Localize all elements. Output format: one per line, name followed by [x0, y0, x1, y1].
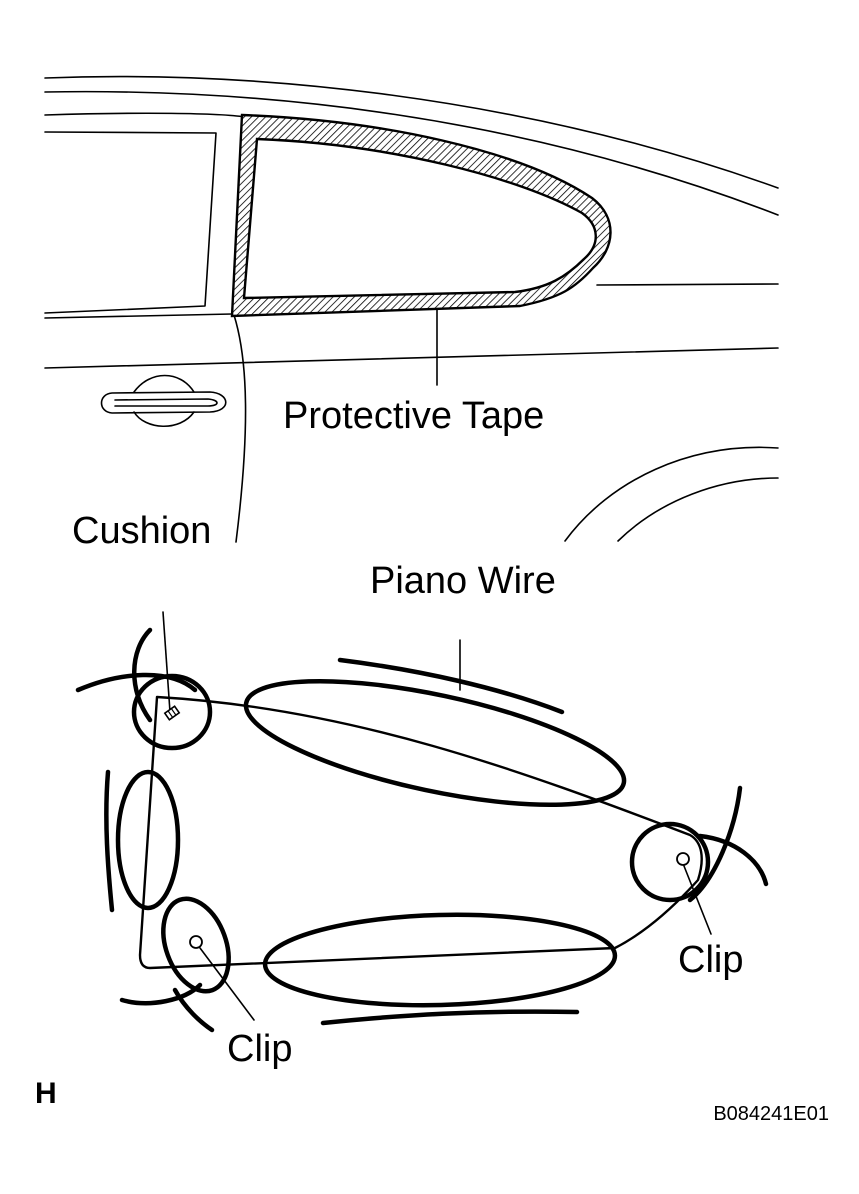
clip-right-label: Clip: [678, 939, 743, 981]
roof-line-inner: [44, 90, 779, 216]
clip-right-leader: [683, 865, 712, 935]
protective-tape: [230, 113, 612, 318]
piano-wire: [75, 627, 769, 1033]
wheel-arch-outer: [564, 446, 779, 542]
clip-right-marker: [676, 852, 690, 866]
roof-drip-line: [44, 112, 246, 118]
roof-line-outer: [44, 75, 779, 189]
door-belt-line: [44, 313, 233, 319]
door-handle: [100, 374, 227, 427]
figure-code: B084241E01: [713, 1103, 829, 1125]
window-glass-outline: [138, 695, 703, 970]
front-door-window-frame: [44, 131, 217, 314]
clip-left-marker: [189, 935, 203, 949]
cushion-label: Cushion: [72, 510, 211, 552]
body-character-line: [44, 347, 779, 369]
protective-tape-label: Protective Tape: [283, 395, 544, 437]
piano-wire-label: Piano Wire: [370, 560, 556, 602]
cushion-leader: [162, 611, 171, 713]
clip-left-label: Clip: [227, 1028, 292, 1070]
quarter-belt-line: [596, 283, 779, 286]
door-rear-edge: [233, 314, 247, 543]
wheel-arch-inner: [617, 477, 779, 542]
car-body-side-view: [44, 75, 779, 543]
cushion-marker: [163, 705, 181, 721]
clip-left-leader: [199, 947, 255, 1021]
view-mark: H: [35, 1077, 57, 1110]
window-glass-with-piano-wire: [75, 611, 769, 1033]
